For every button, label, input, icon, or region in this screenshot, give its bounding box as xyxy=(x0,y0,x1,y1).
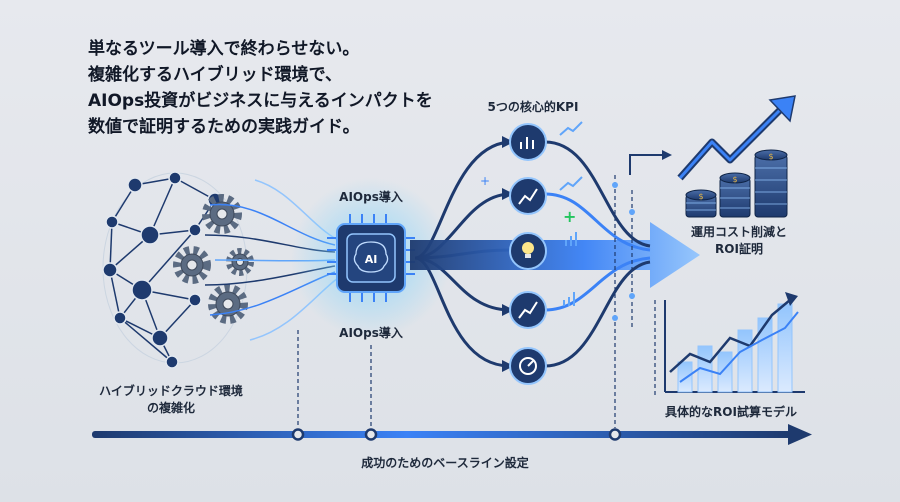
lightbulb-icon xyxy=(522,242,534,258)
top-connector xyxy=(629,154,665,175)
chip-text: AI xyxy=(365,253,378,266)
dollar-icon: $ xyxy=(768,152,773,161)
network-graph-icon xyxy=(102,172,248,364)
gear-icon xyxy=(173,194,254,324)
kpi-circle-3 xyxy=(509,232,547,270)
kpi-circle-4 xyxy=(509,291,547,329)
timeline-arrow xyxy=(92,424,812,445)
dollar-icon: $ xyxy=(732,175,737,184)
growth-chart-icon xyxy=(518,301,538,319)
aiops-bottom-label: AIOps導入 xyxy=(339,326,403,340)
dollar-icon: $ xyxy=(698,192,703,201)
kpi-circle-5 xyxy=(509,347,547,385)
kpi-arrowheads xyxy=(502,136,514,372)
hybrid-cloud-label-line2: の複雑化 xyxy=(146,401,195,415)
headline-line-2: 複雑化するハイブリッド環境で、 xyxy=(88,65,342,85)
trend-arrow-icon xyxy=(677,95,796,181)
trend-chart-icon xyxy=(518,188,538,205)
top-connector-head xyxy=(662,150,672,160)
hybrid-cloud-label-line1: ハイブリッドクラウド環境 xyxy=(99,384,243,398)
kpi-title: 5つの核心的KPI xyxy=(487,100,579,114)
connector-dots xyxy=(612,182,635,321)
roi-model-label: 具体的なROI試算モデル xyxy=(665,405,797,419)
plus-icon: + xyxy=(563,207,576,226)
cost-reduction-label-line2: ROI証明 xyxy=(715,242,763,256)
headline-line-4: 数値で証明するための実践ガイド。 xyxy=(88,117,360,137)
gauge-icon xyxy=(519,357,537,375)
headline-line-3: AIOps投資がビジネスに与えるインパクトを xyxy=(88,91,433,111)
bar-chart-icon xyxy=(520,137,534,149)
kpi-side-marks xyxy=(559,121,583,306)
aiops-top-label: AIOps導入 xyxy=(339,190,403,204)
big-flow-arrow xyxy=(410,140,700,368)
roi-chart-icon xyxy=(664,292,805,393)
baseline-label: 成功のためのベースライン設定 xyxy=(361,456,529,470)
cost-reduction-label-line1: 運用コスト削減と xyxy=(690,225,787,239)
kpi-circle-1 xyxy=(509,123,547,161)
ai-chip-icon xyxy=(327,214,415,302)
coin-stack-icon: $ $ $ xyxy=(685,149,788,218)
plus-icon-small: + xyxy=(480,174,490,188)
headline: 単なるツール導入で終わらせない。 複雑化するハイブリッド環境で、 AIOps投資… xyxy=(88,36,508,140)
headline-line-1: 単なるツール導入で終わらせない。 xyxy=(88,39,360,59)
cost-reduction-label: 運用コスト削減と ROI証明 xyxy=(664,224,814,258)
network-nodes xyxy=(102,171,223,369)
kpi-circle-2 xyxy=(509,177,547,215)
hybrid-cloud-label: ハイブリッドクラウド環境 の複雑化 xyxy=(96,383,246,417)
